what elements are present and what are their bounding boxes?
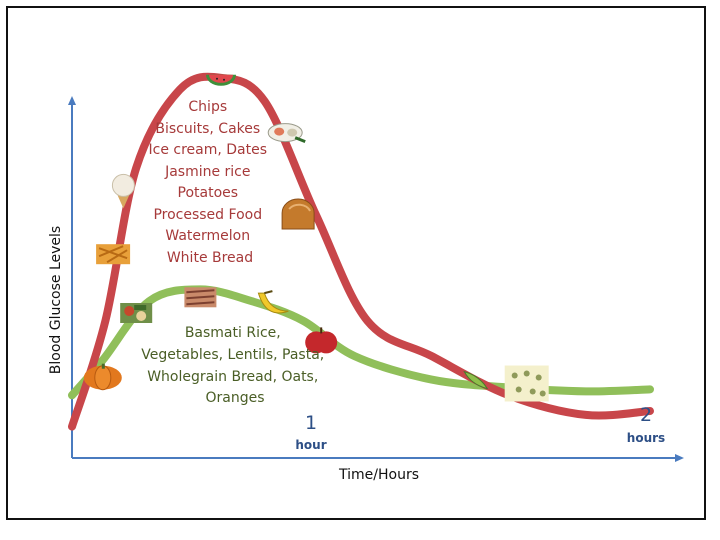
x-axis-label: Time/Hours [338,467,419,483]
sushi-icon [267,123,306,143]
high-gi-food-item: White Bread [167,250,253,266]
apple-icon [305,327,338,354]
vegetables-icon [120,303,153,323]
x-tick-number: 2 [640,404,652,426]
low-gi-food-item: Oranges [205,390,264,406]
low-gi-food-item: Basmati Rice, [185,325,281,341]
x-tick-1: 1 hour [295,412,326,452]
pasta-icon [504,365,549,402]
sausages-icon [184,287,217,308]
pumpkin-icon [83,363,122,391]
high-gi-food-item: Jasmine rice [164,164,250,180]
x-tick-2: 2 hours [627,404,665,445]
high-gi-food-item: Processed Food [153,207,262,223]
ice-cream-icon [111,173,135,209]
high-gi-food-item: Biscuits, Cakes [155,121,260,137]
high-gi-food-item: Watermelon [165,228,250,244]
high-gi-food-item: Potatoes [178,185,239,201]
x-tick-unit: hour [295,438,326,452]
watermelon-icon [206,74,236,86]
fries-icon [96,244,131,265]
bread-loaf-icon [281,198,315,230]
banana-icon [257,290,289,314]
pea-pod-icon [463,370,489,390]
low-gi-food-item: Wholegrain Bread, Oats, [147,369,318,385]
low-gi-food-item: Vegetables, Lentils, Pasta, [141,347,324,363]
food-icons-group [83,74,549,402]
y-axis-label: Blood Glucose Levels [48,226,64,374]
low-gi-food-list: Basmati Rice, Vegetables, Lentils, Pasta… [141,325,328,406]
x-tick-unit: hours [627,431,665,445]
x-tick-number: 1 [305,412,317,434]
chart-frame [6,6,706,520]
high-gi-food-item: Chips [188,99,227,115]
high-gi-food-item: Ice cream, Dates [149,142,268,158]
high-gi-food-list: Chips Biscuits, Cakes Ice cream, Dates J… [149,99,272,266]
